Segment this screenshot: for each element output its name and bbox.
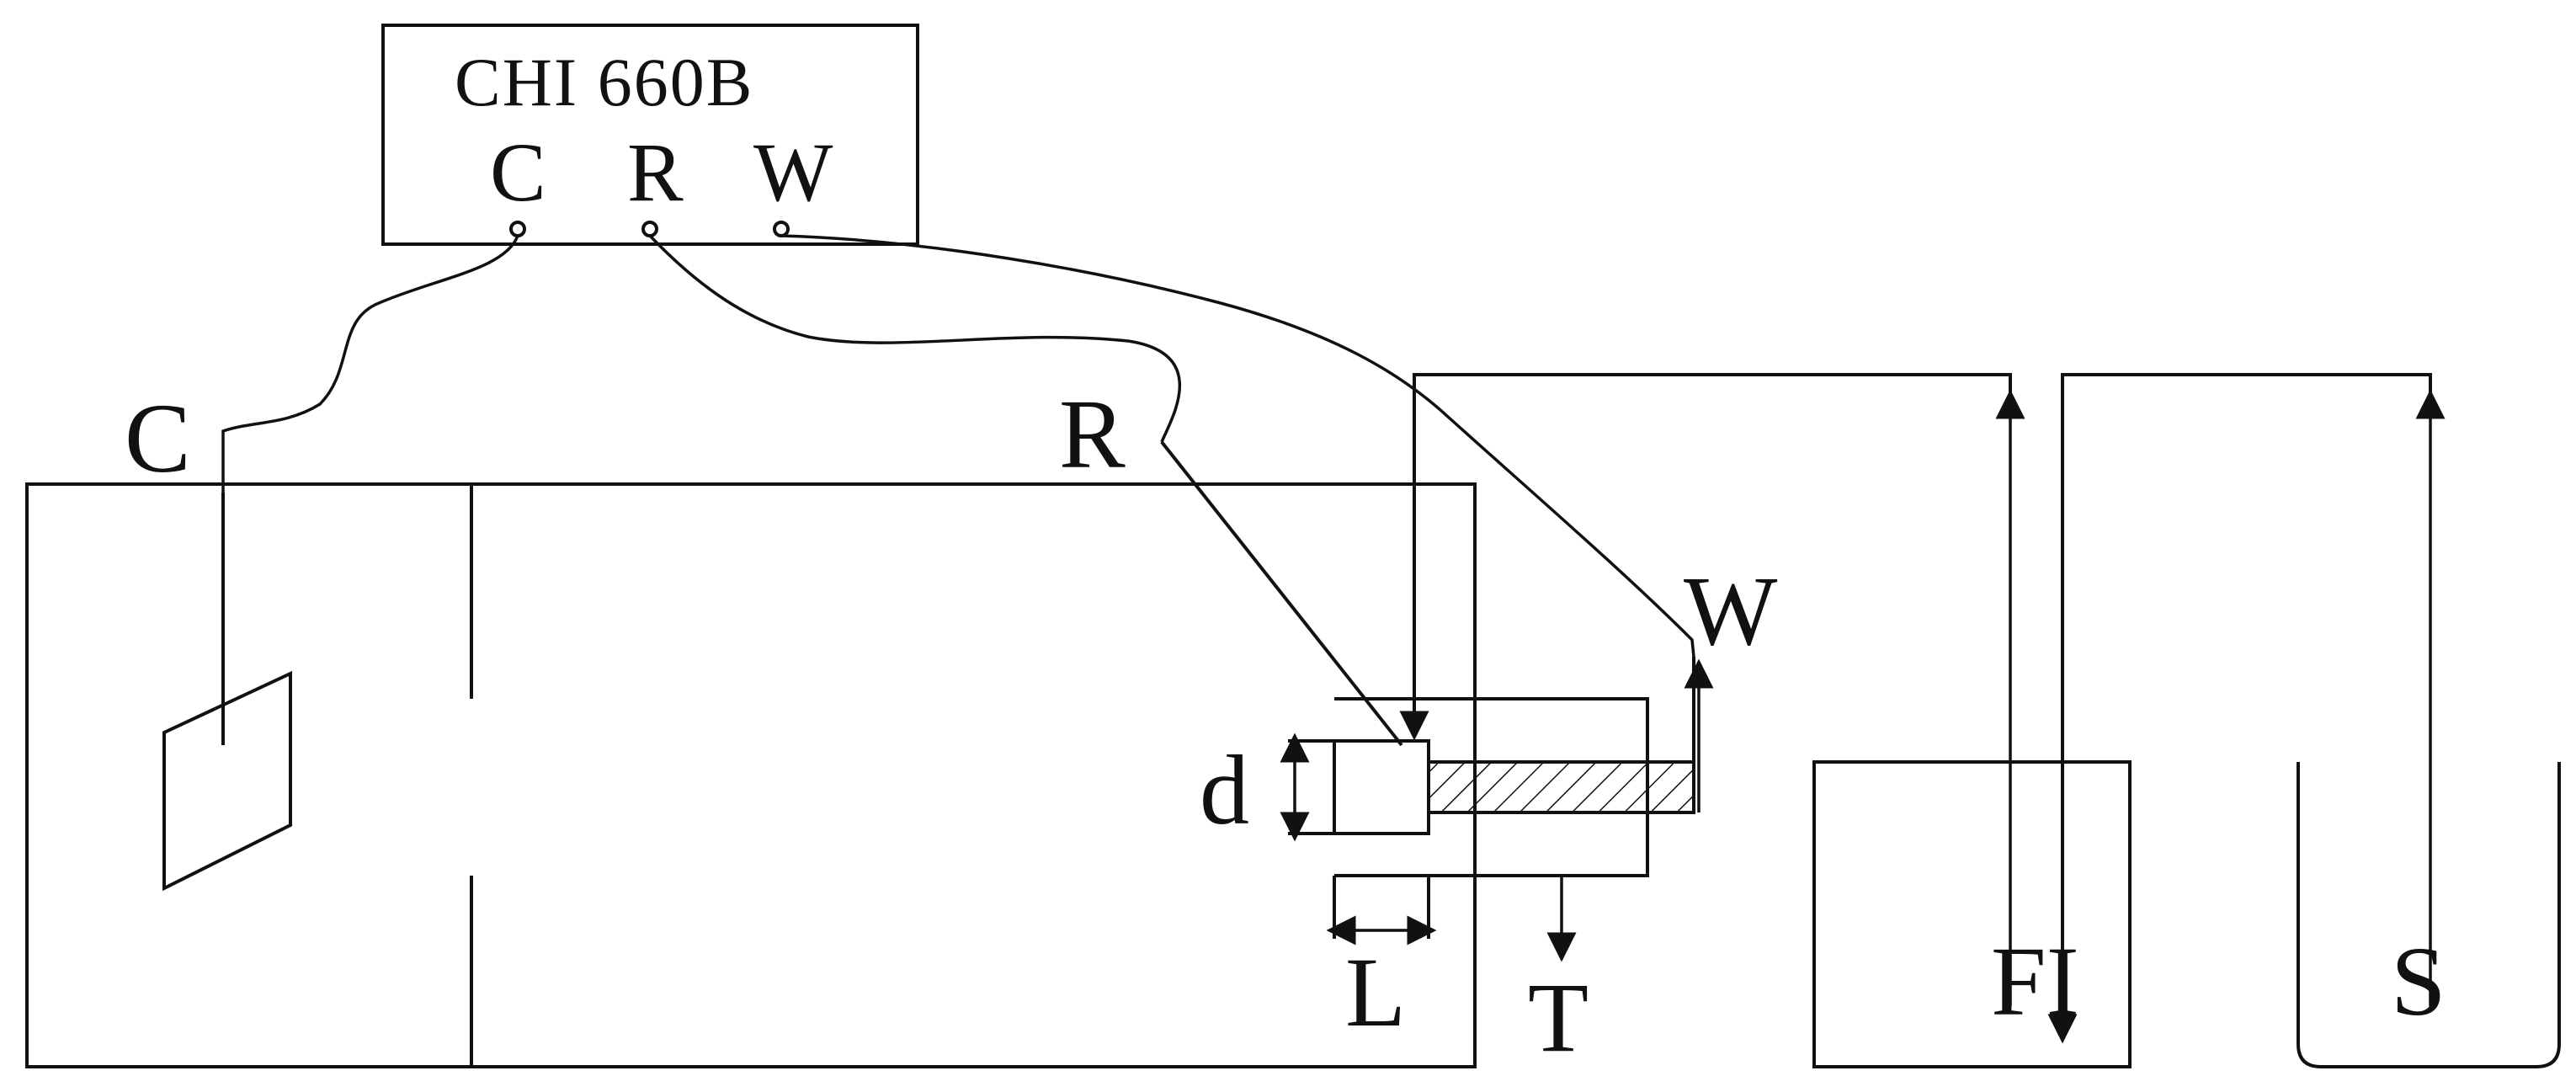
label-working-electrode: W bbox=[1684, 556, 1778, 666]
wire-working bbox=[780, 234, 1695, 658]
counter-electrode-plate bbox=[162, 670, 292, 892]
terminal-label-c: C bbox=[490, 125, 546, 219]
label-flow-instrument: FI bbox=[1991, 926, 2079, 1036]
instrument-name: CHI 660B bbox=[455, 44, 753, 120]
instrument-box: CHI 660B C R W bbox=[381, 24, 919, 246]
working-electrode-assembly bbox=[1280, 657, 1714, 962]
wire-reference bbox=[648, 234, 1182, 443]
electrolytic-cell bbox=[25, 482, 1477, 1068]
solution-beaker bbox=[2297, 762, 2561, 1068]
label-reference-electrode: R bbox=[1059, 379, 1126, 489]
terminal-label-r: R bbox=[627, 125, 684, 219]
label-diameter: d bbox=[1200, 735, 1249, 845]
terminal-c-jack bbox=[509, 221, 526, 237]
label-length: L bbox=[1345, 937, 1406, 1047]
flow-tubing bbox=[1399, 373, 2446, 1044]
terminal-label-w: W bbox=[753, 125, 833, 219]
hatched-sample-channel bbox=[1427, 760, 1695, 814]
terminal-r-jack bbox=[641, 221, 658, 237]
flow-instrument-box bbox=[1812, 760, 2132, 1068]
label-temperature: T bbox=[1528, 962, 1589, 1073]
wire-counter bbox=[221, 235, 519, 493]
label-solution: S bbox=[2391, 926, 2446, 1036]
reference-electrode-probe bbox=[1160, 440, 1403, 747]
label-counter-electrode: C bbox=[125, 383, 191, 493]
electrode-tip bbox=[1333, 739, 1430, 835]
terminal-w-jack bbox=[773, 221, 790, 237]
